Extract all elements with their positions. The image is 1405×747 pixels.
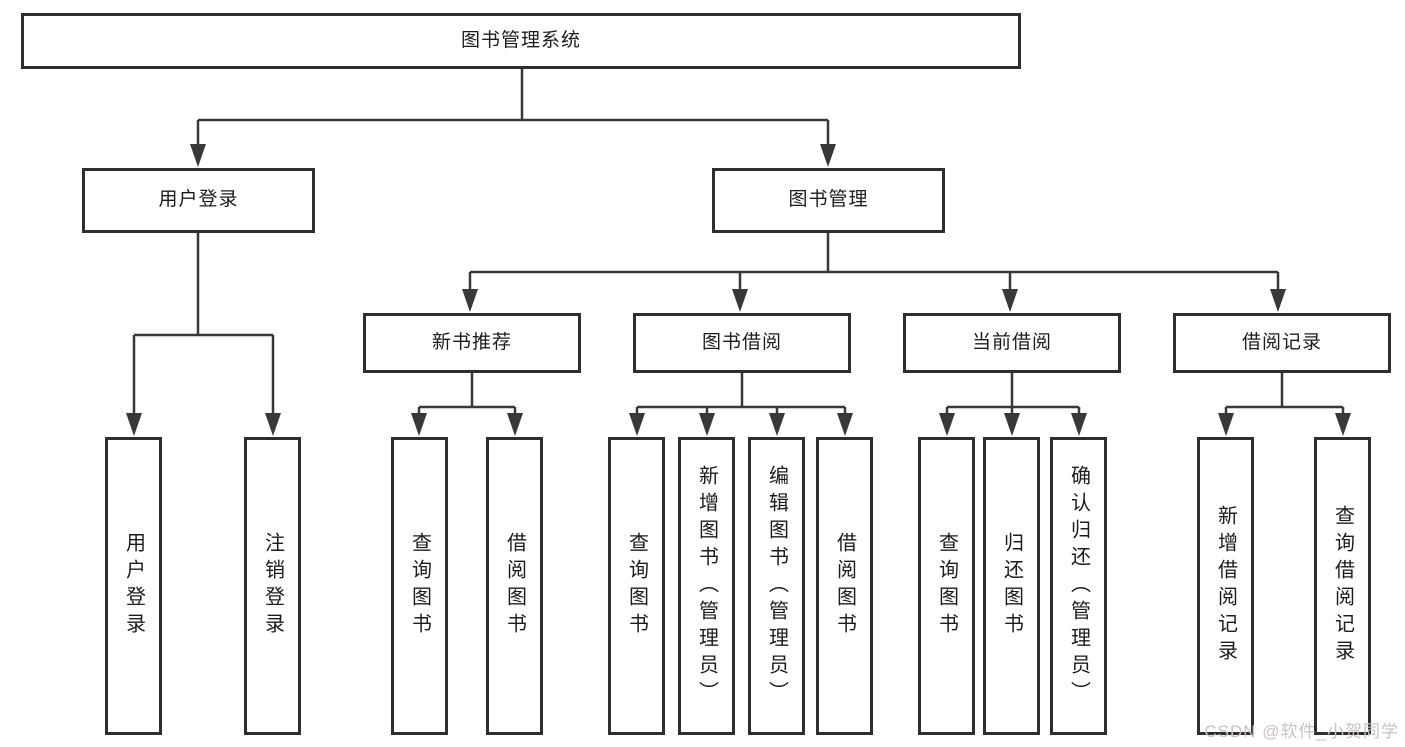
arrowheads xyxy=(126,144,1351,436)
leaf-logout: 注销登录 xyxy=(244,437,301,735)
leaf-return-books: 归还图书 xyxy=(983,437,1040,735)
leaf-edit-books-admin: 编辑图书（管理员） xyxy=(748,437,805,735)
leaf-user-login: 用户登录 xyxy=(105,437,162,735)
node-user-login: 用户登录 xyxy=(82,168,315,233)
leaf-query-books-3: 查询图书 xyxy=(918,437,975,735)
csdn-watermark: CSDN @软件_小贺同学 xyxy=(1204,722,1399,741)
leaf-query-books-2: 查询图书 xyxy=(608,437,665,735)
leaf-borrow-books-1: 借阅图书 xyxy=(486,437,543,735)
node-book-management: 图书管理 xyxy=(712,168,945,233)
node-borrowing-record: 借阅记录 xyxy=(1173,313,1391,373)
leaf-add-books-admin: 新增图书（管理员） xyxy=(678,437,735,735)
node-current-borrowing: 当前借阅 xyxy=(903,313,1121,373)
leaf-add-borrow-record: 新增借阅记录 xyxy=(1197,437,1254,735)
leaf-query-borrow-record: 查询借阅记录 xyxy=(1314,437,1371,735)
node-new-book-recommend: 新书推荐 xyxy=(363,313,581,373)
leaf-query-books-1: 查询图书 xyxy=(391,437,448,735)
leaf-confirm-return-admin: 确认归还（管理员） xyxy=(1050,437,1107,735)
leaf-borrow-books-2: 借阅图书 xyxy=(816,437,873,735)
node-system-root: 图书管理系统 xyxy=(21,13,1021,69)
node-book-borrowing: 图书借阅 xyxy=(633,313,851,373)
